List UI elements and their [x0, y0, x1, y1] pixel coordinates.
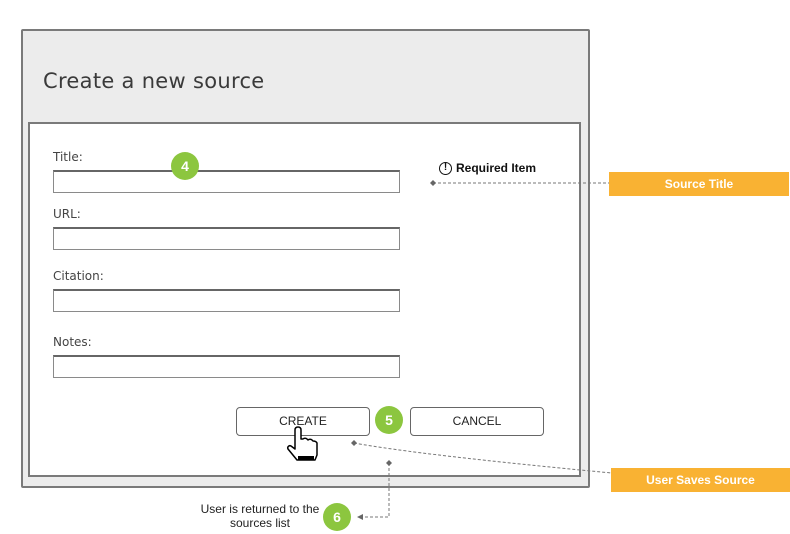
saves-source-connector — [353, 442, 613, 474]
notes-field[interactable] — [53, 355, 400, 378]
user-saves-source-note: User Saves Source — [611, 468, 790, 492]
connector-dot — [351, 440, 357, 446]
dialog-title: Create a new source — [43, 69, 265, 93]
required-item-label: Required Item — [456, 161, 537, 175]
connector-dot — [386, 460, 392, 466]
arrow-head — [357, 514, 363, 520]
exclamation-icon: ! — [439, 161, 452, 175]
citation-label: Citation: — [53, 269, 104, 283]
hand-pointer-icon — [287, 426, 318, 461]
title-field[interactable] — [53, 170, 400, 193]
url-field[interactable] — [53, 227, 400, 250]
step-badge-6: 6 — [323, 503, 351, 531]
required-item-note: ! Required Item — [439, 161, 536, 175]
title-label: Title: — [53, 150, 83, 164]
citation-field[interactable] — [53, 289, 400, 312]
cancel-button[interactable]: CANCEL — [410, 407, 544, 436]
step-badge-5: 5 — [375, 406, 403, 434]
notes-label: Notes: — [53, 335, 92, 349]
connector-dot — [430, 180, 436, 186]
returned-connector — [360, 463, 390, 518]
url-label: URL: — [53, 207, 81, 221]
step-badge-4: 4 — [171, 152, 199, 180]
returned-caption: User is returned to the sources list — [200, 502, 320, 530]
source-title-note: Source Title — [609, 172, 789, 196]
create-button[interactable]: CREATE — [236, 407, 370, 436]
